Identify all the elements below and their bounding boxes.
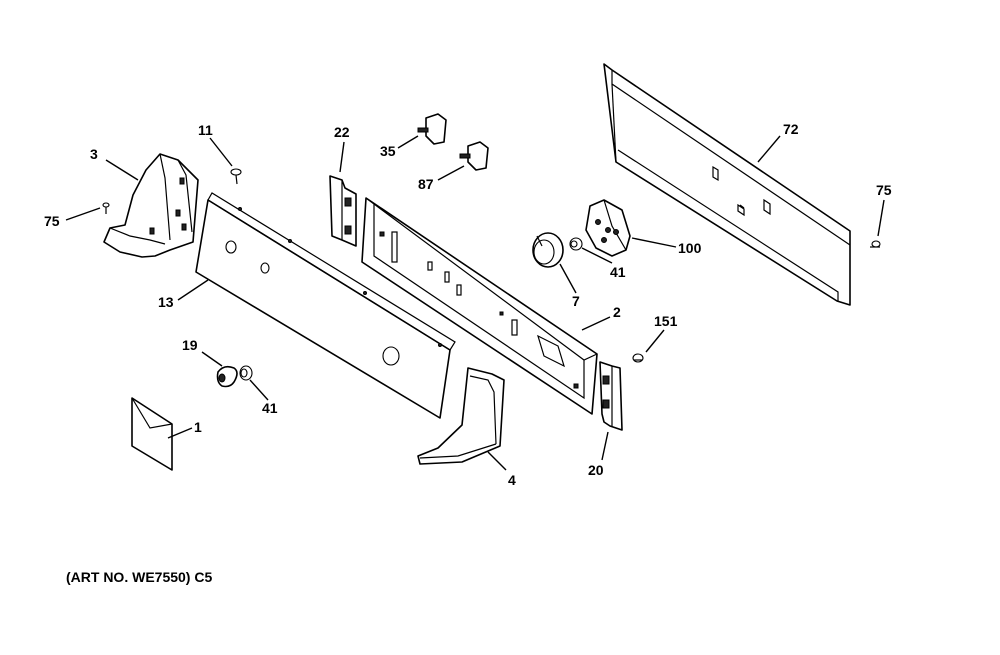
part-151-screw [632, 353, 644, 363]
part-41-lower-cap [239, 365, 253, 381]
part-11-screw [230, 168, 242, 185]
callout-41-lower: 41 [262, 400, 278, 416]
part-19-knob [216, 365, 238, 388]
part-41-upper-cap [569, 237, 583, 251]
callout-7: 7 [572, 293, 580, 309]
callout-72: 72 [783, 121, 799, 137]
callout-labels: 3 75 11 22 35 87 72 75 100 41 7 2 151 13… [44, 121, 892, 488]
callout-4: 4 [508, 472, 516, 488]
part-100-timer [585, 199, 631, 257]
part-2-backsplash-frame [361, 197, 598, 415]
callout-2: 2 [613, 304, 621, 320]
callout-151: 151 [654, 313, 678, 329]
part-13-control-panel [195, 192, 456, 419]
callout-22: 22 [334, 124, 350, 140]
part-35-switch [417, 113, 447, 145]
part-7-selector-knob [532, 232, 564, 268]
callout-87: 87 [418, 176, 434, 192]
part-22-left-bracket [329, 175, 357, 247]
callout-1: 1 [194, 419, 202, 435]
part-20-right-bracket [599, 361, 623, 431]
callout-11: 11 [198, 122, 213, 138]
callout-3: 3 [90, 146, 98, 162]
callout-13: 13 [158, 294, 174, 310]
callout-20: 20 [588, 462, 604, 478]
callout-35: 35 [380, 143, 396, 159]
part-75-screw-right [870, 240, 881, 248]
part-3-left-end-cap [103, 153, 199, 258]
leader-lines [65, 135, 885, 471]
part-75-screw-left [102, 202, 110, 214]
part-1-envelope [131, 397, 173, 471]
callout-19: 19 [182, 337, 198, 353]
callout-75-right: 75 [876, 182, 892, 198]
callout-75-left: 75 [44, 213, 60, 229]
callout-41-upper: 41 [610, 264, 626, 280]
part-4-right-end-cap [417, 367, 505, 465]
art-number-note: (ART NO. WE7550) C5 [66, 569, 213, 585]
part-87-switch [459, 141, 489, 171]
part-72-rear-panel [603, 63, 851, 306]
callout-100: 100 [678, 240, 702, 256]
